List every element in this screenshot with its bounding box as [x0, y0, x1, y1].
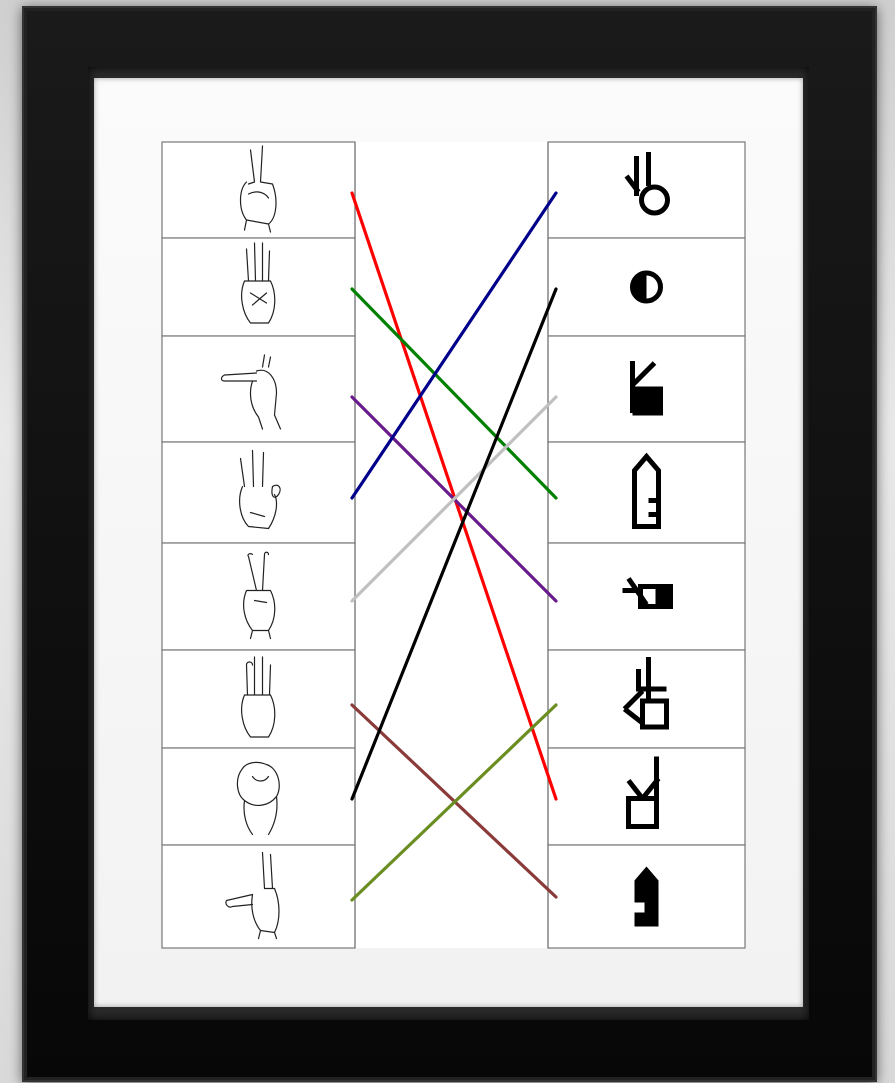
cell-box [162, 845, 355, 948]
hand-sign-cell-flat-hand [162, 650, 355, 748]
cell-box [162, 238, 355, 336]
symbols-column [548, 142, 745, 948]
cell-box [162, 142, 355, 238]
symbol-cell-filled-pentagon-with-notch [548, 845, 745, 948]
symbol-fill [633, 391, 661, 413]
symbol-cell-square-with-diagonal-and-stroke [548, 748, 745, 845]
cell-box [162, 336, 355, 442]
symbol-cell-circle-with-three-strokes [548, 142, 745, 238]
hand-sign-cell-fist-circle [162, 748, 355, 845]
hand-sign-cell-three-fingers-circle [162, 442, 355, 543]
symbol-cell-half-filled-square-with-angle [548, 543, 745, 650]
cell-box [162, 543, 355, 650]
hand-sign-cell-index-pointing-left [162, 336, 355, 442]
symbol-cell-pentagon-with-notch [548, 442, 745, 543]
cell-box [162, 650, 355, 748]
hand-sign-cell-flat-hand-fingers-crossed [162, 238, 355, 336]
middle-column [355, 142, 548, 948]
hand-sign-cell-two-fingers-thumb-out [162, 845, 355, 948]
symbol-cell-half-filled-square-with-diagonal [548, 336, 745, 442]
hand-signs-column [162, 142, 355, 948]
symbol-cell-square-with-forked-strokes [548, 650, 745, 748]
symbol-fill [656, 587, 671, 607]
cell-box [548, 543, 745, 650]
hand-sign-cell-v-sign-thumb-tucked [162, 142, 355, 238]
symbol-cell-half-filled-circle [548, 238, 745, 336]
hand-sign-cell-v-sign [162, 543, 355, 650]
